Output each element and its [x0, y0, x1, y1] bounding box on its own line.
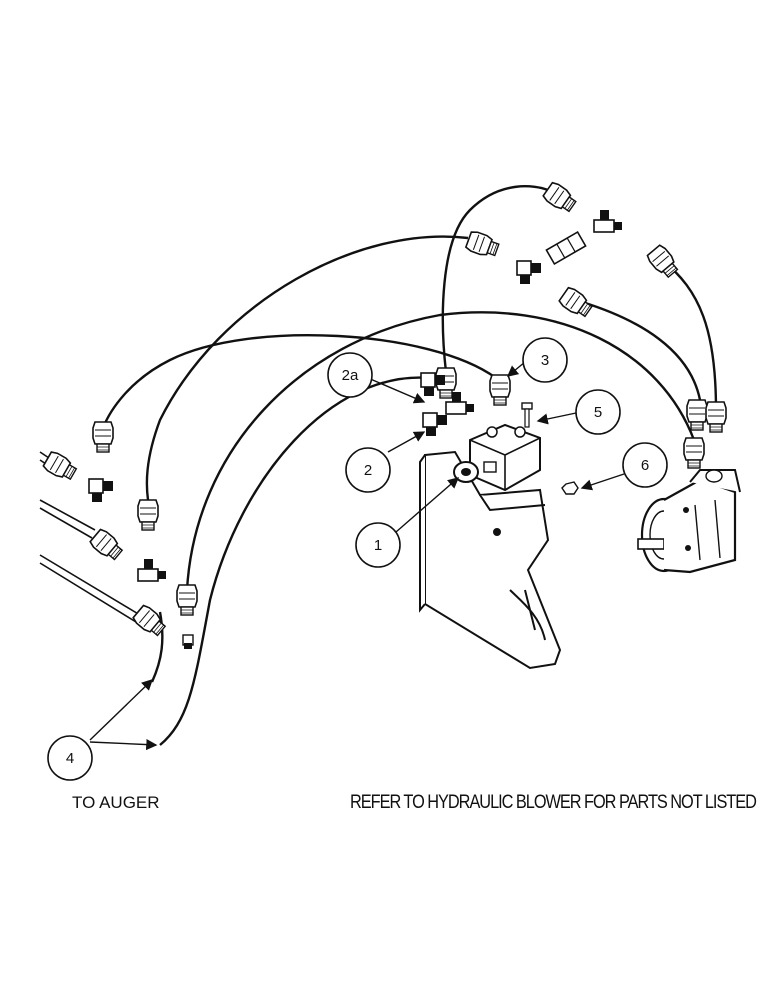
fitting-elbow-2: [422, 412, 448, 437]
fitting-top-center: [464, 229, 502, 261]
svg-text:2: 2: [364, 462, 372, 479]
fitting-coupler: [545, 230, 587, 266]
mounting-bracket: [419, 450, 562, 670]
callout-1: 1: [355, 522, 401, 568]
fitting-top-right: [645, 243, 682, 281]
fitting-tube-end: [88, 527, 126, 564]
svg-text:4: 4: [66, 750, 74, 767]
callout-4: 4: [47, 735, 93, 781]
callout-balloons: 1 2 2a 3 4 5 6: [47, 337, 668, 781]
fitting-left-front: [92, 421, 114, 453]
fitting-tee-left: [137, 558, 167, 582]
hose-b: [101, 333, 497, 429]
hose-fittings: [41, 180, 727, 649]
svg-text:6: 6: [641, 457, 649, 474]
callout-5: 5: [575, 389, 621, 435]
callout-2a: 2a: [327, 352, 373, 398]
hose-f: [581, 300, 702, 401]
svg-text:5: 5: [594, 404, 602, 421]
hydraulic-motor: [637, 469, 741, 574]
fitting-tee-top: [593, 209, 623, 233]
nut-6: [561, 481, 579, 495]
hose-e: [661, 259, 718, 411]
callout-3: 3: [522, 337, 568, 383]
caption-refer-note: REFER TO HYDRAULIC BLOWER FOR PARTS NOT …: [350, 792, 757, 813]
caption-to-auger: TO AUGER: [72, 793, 160, 812]
fitting-callout-3: [489, 374, 511, 406]
control-valve: [453, 423, 541, 492]
fitting-left-low: [176, 584, 198, 616]
leader-lines: [89, 361, 625, 751]
svg-text:2a: 2a: [342, 367, 359, 384]
svg-text:1: 1: [374, 537, 382, 554]
hose-d: [185, 311, 696, 591]
bolt-5: [521, 402, 533, 428]
callout-2: 2: [345, 447, 391, 493]
fitting-small-nut: [182, 634, 194, 649]
fitting-right-front-c: [683, 437, 705, 469]
fitting-right-front-a: [686, 399, 708, 431]
hose-c: [441, 185, 549, 373]
fitting-elbow-left: [88, 478, 114, 503]
fitting-left-mid: [137, 499, 159, 531]
fitting-tube-end-3: [41, 449, 80, 484]
steel-tubes: [39, 451, 141, 623]
hose-a: [145, 235, 469, 501]
callout-6: 6: [622, 442, 668, 488]
fitting-right-mid: [557, 285, 595, 321]
fitting-top-high: [541, 180, 579, 216]
fitting-right-front-b: [705, 401, 727, 433]
fitting-elbow-top: [516, 260, 542, 285]
svg-text:3: 3: [541, 352, 549, 369]
